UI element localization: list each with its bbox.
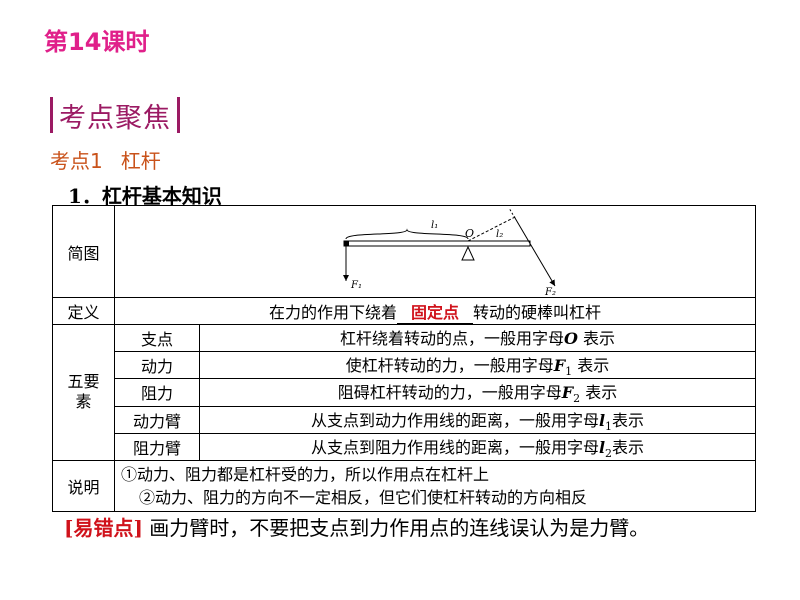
f1-label: F₁ — [350, 280, 362, 291]
note-text: ①动力、阻力都是杠杆受的力，所以作用点在杠杆上 ②动力、阻力的方向不一定相反，但… — [114, 459, 756, 512]
element-name: 动力 — [114, 351, 200, 380]
element-desc: 从支点到动力作用线的距离，一般用字母l1表示 — [199, 405, 756, 434]
element-desc: 使杠杆转动的力，一般用字母F1 表示 — [199, 351, 756, 380]
l1-label: l₁ — [431, 220, 438, 231]
element-name: 支点 — [114, 323, 200, 353]
kaodian-label: 考点1 — [50, 149, 103, 173]
element-name: 动力臂 — [114, 405, 200, 434]
lever-diagram-cell: l₁ O l₂ F₁ F₂ — [114, 205, 756, 298]
kaodian-topic: 杠杆 — [120, 149, 161, 173]
element-desc: 阻碍杠杆转动的力，一般用字母F2 表示 — [199, 378, 756, 407]
focus-heading-text: 考点聚焦 — [59, 102, 171, 134]
fulcrum-label: O — [465, 227, 474, 240]
lever-table: 简图 — [52, 205, 756, 512]
element-desc: 从支点到阻力作用线的距离，一般用字母l2表示 — [199, 432, 756, 461]
element-name: 阻力 — [114, 378, 200, 407]
elements-row-label: 五要素 — [52, 324, 115, 461]
definition-text: 在力的作用下绕着固定点转动的硬棒叫杠杆 — [114, 297, 756, 325]
lever-diagram: l₁ O l₂ F₁ F₂ — [343, 207, 556, 297]
l2-label: l₂ — [496, 229, 503, 240]
focus-heading: 考点聚焦 — [50, 96, 180, 134]
heading-right-bar — [177, 97, 180, 133]
diagram-row-label: 简图 — [52, 205, 115, 298]
f2-label: F₂ — [544, 287, 556, 297]
note-line: ①动力、阻力都是杠杆受的力，所以作用点在杠杆上 — [121, 464, 490, 484]
element-name: 阻力臂 — [114, 432, 200, 461]
definition-row-label: 定义 — [52, 297, 115, 325]
heading-left-bar — [50, 97, 53, 133]
element-desc: 杠杆绕着转动的点，一般用字母O 表示 — [199, 323, 756, 353]
error-tip: [易错点] 画力臂时，不要把支点到力作用点的连线误认为是力臂。 — [64, 512, 649, 541]
error-tip-text: 画力臂时，不要把支点到力作用点的连线误认为是力臂。 — [149, 516, 650, 540]
f2-extension — [508, 207, 516, 219]
fulcrum-triangle — [461, 245, 475, 261]
lever-bar — [343, 240, 531, 247]
l2-line — [467, 215, 518, 242]
kaodian-title: 考点1 杠杆 — [50, 145, 161, 174]
lever-end — [344, 241, 349, 246]
definition-answer-blank: 固定点 — [397, 299, 473, 324]
note-line: ②动力、阻力的方向不一定相反，但它们使杠杆转动的方向相反 — [139, 487, 588, 507]
l1-brace — [345, 228, 469, 240]
lesson-title: 第14课时 — [44, 28, 150, 56]
note-row-label: 说明 — [52, 459, 115, 512]
f2-arrow — [514, 217, 556, 287]
section-title: 1．杠杆基本知识 — [68, 184, 222, 208]
error-tip-tag: [易错点] — [64, 516, 143, 540]
